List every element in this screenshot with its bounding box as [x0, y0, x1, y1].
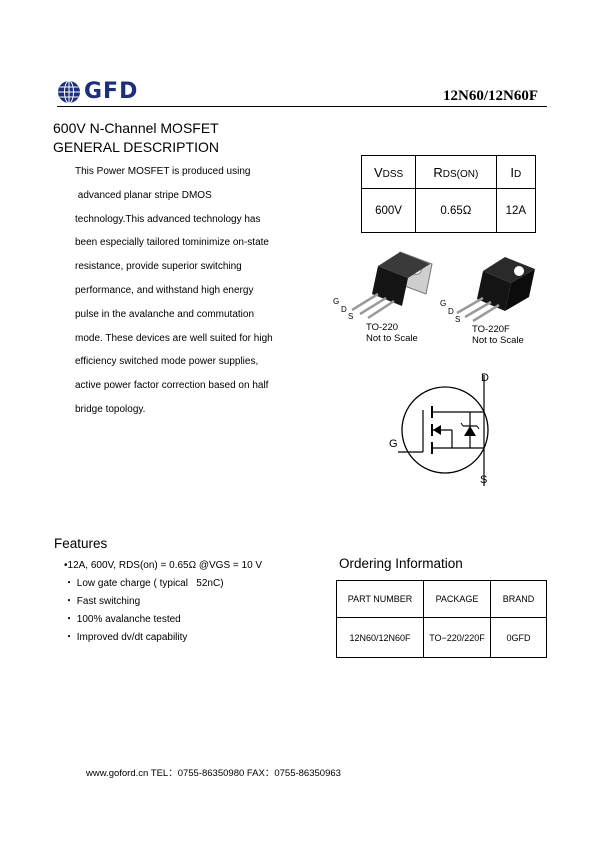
mosfet-schematic-symbol [398, 375, 489, 486]
description-line: active power factor correction based on … [75, 380, 269, 392]
description-line: performance, and withstand high energy [75, 284, 254, 296]
source-label: S [480, 474, 488, 486]
pin-label-d: D [341, 305, 347, 314]
ordering-cell-package: TO−220/220F [423, 617, 491, 658]
description-line: technology.This advanced technology has [75, 213, 261, 225]
feature-item: ・ Improved dv/dt capability [64, 632, 188, 643]
to220f-package-image [456, 257, 535, 323]
ordering-table: PART NUMBER PACKAGE BRAND 12N60/12N60F T… [336, 580, 547, 658]
spec-header-rdson: RDS(ON) [415, 155, 497, 189]
logo-text: GFD [84, 79, 139, 104]
pin-label-g: G [333, 297, 340, 306]
ordering-header-package: PACKAGE [423, 580, 491, 618]
feature-item: •12A, 600V, RDS(on) = 0.65Ω @VGS = 10 V [64, 560, 263, 571]
package-label-to220f: TO-220F Not to Scale [472, 324, 524, 346]
gate-label: G [389, 438, 398, 450]
company-logo: GFD [57, 80, 138, 104]
spec-value-id: 12A [495, 188, 537, 233]
description-line: pulse in the avalanche and commutation [75, 308, 255, 320]
feature-item: ・ 100% avalanche tested [64, 614, 181, 625]
package-label-to220: TO-220 Not to Scale [366, 322, 418, 344]
feature-item: ・ Low gate charge ( typical 52nC) [64, 578, 224, 589]
part-number-title: 12N60/12N60F [443, 88, 538, 104]
header-divider [57, 106, 547, 107]
ordering-header-part-number: PART NUMBER [336, 580, 424, 618]
description-line: mode. These devices are well suited for … [75, 332, 273, 344]
description-line: advanced planar stripe DMOS [75, 189, 212, 201]
pin-label-d: D [448, 307, 454, 316]
to220-package-image [351, 251, 433, 320]
pin-label-s: S [455, 315, 461, 324]
ordering-cell-brand: 0GFD [490, 617, 547, 658]
pin-label-g: G [440, 299, 447, 308]
spec-value-rdson: 0.65Ω [415, 188, 497, 233]
section-heading-features: Features [54, 536, 108, 551]
description-line: been especially tailored tominimize on-s… [75, 237, 269, 249]
spec-header-id: ID [495, 155, 537, 189]
ordering-header-brand: BRAND [490, 580, 547, 618]
footer-contact: www.goford.cn TEL：0755-86350980 FAX：0755… [86, 768, 341, 779]
description-line: bridge topology. [75, 403, 146, 415]
pin-label-s: S [348, 312, 354, 321]
key-spec-table: VDSS RDS(ON) ID 600V 0.65Ω 12A [360, 155, 537, 233]
section-heading-description: GENERAL DESCRIPTION [53, 139, 219, 155]
section-heading-ordering: Ordering Information [339, 556, 463, 571]
feature-item: ・ Fast switching [64, 596, 141, 607]
spec-header-vdss: VDSS [360, 155, 417, 189]
spec-value-vdss: 600V [360, 188, 417, 233]
product-title: 600V N-Channel MOSFET [53, 120, 219, 136]
ordering-cell-part-number: 12N60/12N60F [336, 617, 424, 658]
description-line: This Power MOSFET is produced using [75, 166, 251, 177]
description-line: resistance, provide superior switching [75, 261, 242, 273]
globe-icon [58, 80, 80, 104]
features-list: •12A, 600V, RDS(on) = 0.65Ω @VGS = 10 V … [64, 560, 262, 650]
description-text: This Power MOSFET is produced using adva… [75, 162, 315, 424]
description-line: efficiency switched mode power supplies, [75, 356, 259, 368]
drain-label: D [481, 372, 489, 384]
